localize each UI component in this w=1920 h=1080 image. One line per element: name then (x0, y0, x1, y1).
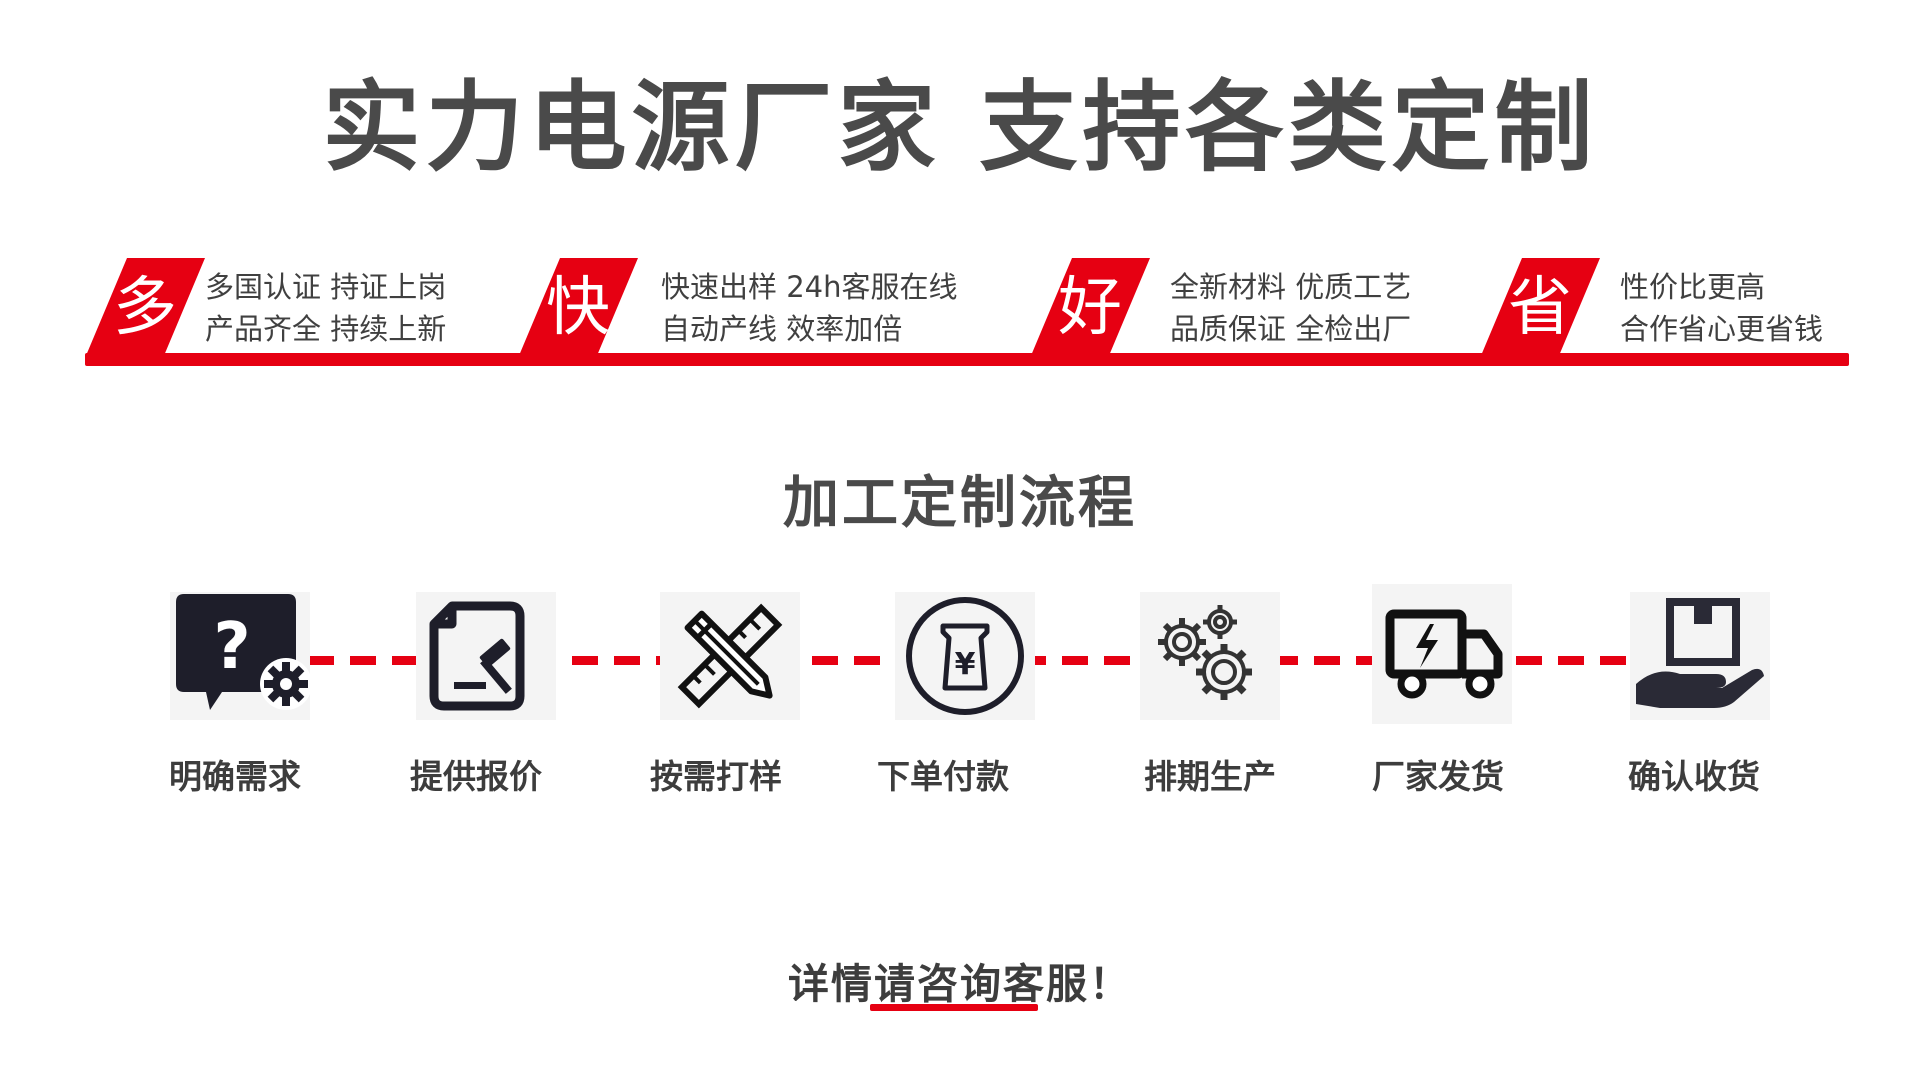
step-label-sampling: 按需打样 (650, 757, 782, 796)
gears-icon (1140, 592, 1280, 720)
svg-text:?: ? (213, 610, 250, 684)
feature-line: 品质保证 全检出厂 (1170, 312, 1412, 346)
yuan-bag-icon: ¥ (895, 592, 1035, 720)
step-connector (770, 656, 898, 665)
main-title: 实力电源厂家 支持各类定制 (322, 71, 1598, 185)
step-label-receipt: 确认收货 (1628, 757, 1760, 796)
feature-line: 多国认证 持证上岗 (205, 270, 447, 304)
hand-package-icon (1630, 592, 1770, 720)
step-connector (308, 656, 436, 665)
document-hammer-icon (416, 592, 556, 720)
process-title: 加工定制流程 (783, 471, 1137, 536)
feature-badge: 好 (1030, 258, 1150, 358)
feature-line: 全新材料 优质工艺 (1170, 270, 1412, 304)
step-label-quotation: 提供报价 (410, 757, 542, 796)
ruler-pencil-icon (660, 592, 800, 720)
delivery-truck-icon (1372, 584, 1512, 724)
step-label-requirements: 明确需求 (169, 757, 301, 796)
feature-badge: 快 (518, 258, 638, 358)
svg-text:¥: ¥ (955, 647, 976, 682)
step-label-shipping: 厂家发货 (1372, 757, 1504, 796)
step-label-payment: 下单付款 (877, 757, 1009, 796)
feature-line: 合作省心更省钱 (1620, 312, 1824, 346)
feature-line: 快速出样 24h客服在线 (661, 270, 958, 304)
step-label-production: 排期生产 (1144, 757, 1276, 796)
step-connector (1020, 656, 1132, 665)
feature-badge: 省 (1480, 258, 1600, 358)
feature-line: 自动产线 效率加倍 (661, 312, 903, 346)
footer-underline (870, 1004, 1038, 1011)
step-connector (1272, 656, 1372, 665)
step-connector (1516, 656, 1634, 665)
step-connector (530, 656, 666, 665)
feature-line: 性价比更高 (1620, 270, 1766, 304)
feature-badge: 多 (85, 258, 205, 358)
feature-line: 产品齐全 持续上新 (205, 312, 447, 346)
question-gear-icon: ? (170, 592, 310, 720)
contact-service-text: 详情请咨询客服！ (788, 960, 1132, 1008)
